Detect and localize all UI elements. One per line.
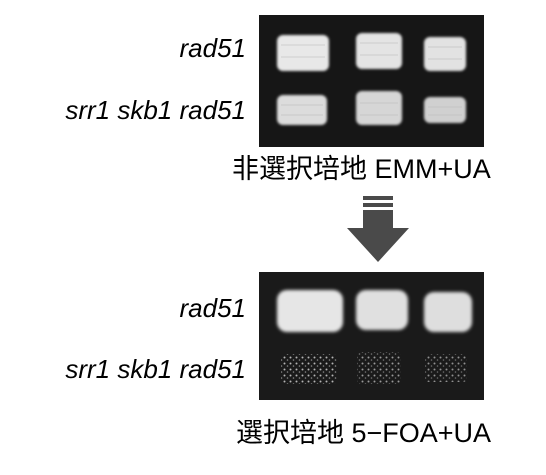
bottom-row-label-rad51: rad51 <box>179 293 247 323</box>
colony-patch <box>424 37 466 71</box>
top-row-label-srr1-skb1-rad51: srr1 skb1 rad51 <box>65 95 246 125</box>
selective-plate-image <box>259 272 484 400</box>
colony-patch <box>281 354 337 384</box>
down-arrow-icon <box>347 196 409 262</box>
bottom-medium-caption: 選択培地 5−FOA+UA <box>236 418 492 448</box>
colony-patch <box>356 33 402 69</box>
colony-patch <box>424 292 472 332</box>
colony-patch <box>277 290 343 332</box>
colony-patch <box>357 352 401 384</box>
colony-patch <box>424 97 466 123</box>
top-medium-caption: 非選択培地 EMM+UA <box>232 154 491 184</box>
nonselective-plate-image <box>259 15 484 147</box>
colony-patch <box>277 35 329 71</box>
colony-patch <box>356 91 402 125</box>
colony-patch <box>277 95 327 125</box>
colony-patch <box>425 354 467 382</box>
top-row-label-rad51: rad51 <box>179 33 247 63</box>
bottom-row-label-srr1-skb1-rad51: srr1 skb1 rad51 <box>65 354 246 384</box>
colony-patch <box>356 290 408 330</box>
